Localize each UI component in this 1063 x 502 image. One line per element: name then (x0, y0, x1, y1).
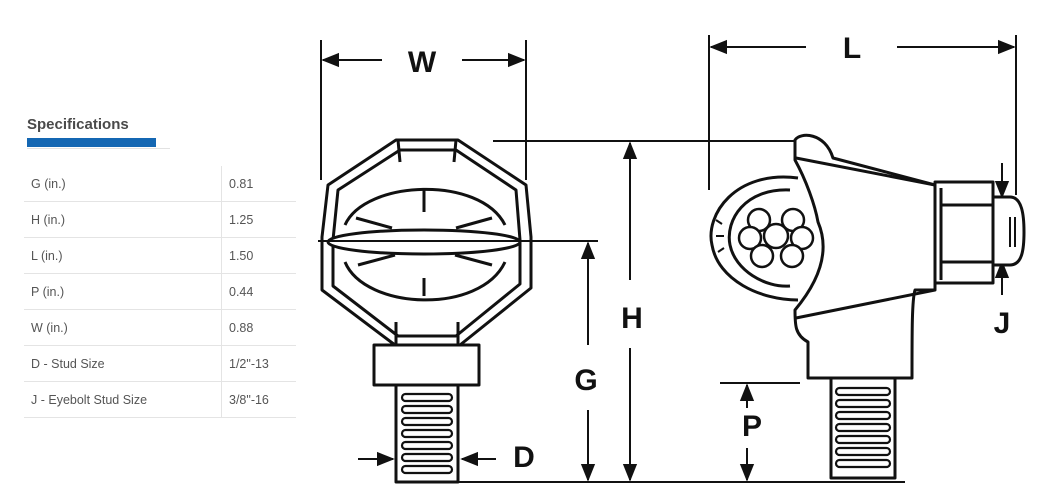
dimension-label-h: H (621, 302, 643, 335)
dimension-label-g: G (574, 364, 597, 397)
dimension-label-j: J (994, 307, 1011, 340)
heading-divider (27, 148, 170, 149)
table-row: W (in.) 0.88 (24, 309, 296, 346)
table-row: P (in.) 0.44 (24, 273, 296, 310)
table-row: L (in.) 1.50 (24, 237, 296, 274)
specifications-panel: Specifications G (in.) 0.81 H (in.) 1.25… (24, 112, 296, 418)
dimension-label-l: L (843, 32, 861, 65)
dimension-label-d: D (513, 441, 535, 474)
spec-label: G (in.) (24, 166, 222, 202)
specifications-heading: Specifications (27, 116, 129, 133)
spec-value: 1/2"-13 (221, 345, 296, 382)
spec-label: L (in.) (24, 237, 222, 274)
dimension-label-p: P (742, 410, 762, 443)
table-row: G (in.) 0.81 (24, 166, 296, 202)
spec-label: P (in.) (24, 273, 222, 310)
spec-value: 3/8"-16 (221, 381, 296, 418)
side-view (709, 133, 1026, 480)
table-row: H (in.) 1.25 (24, 201, 296, 238)
heading-accent-bar (27, 138, 156, 147)
table-row: D - Stud Size 1/2"-13 (24, 345, 296, 382)
spec-value: 1.25 (221, 201, 296, 238)
dimension-arrows (321, 35, 1017, 482)
connector-dimension-drawing: W L H G P D J (318, 32, 1026, 484)
table-row: J - Eyebolt Stud Size 3/8"-16 (24, 381, 296, 418)
specifications-table: G (in.) 0.81 H (in.) 1.25 L (in.) 1.50 P… (24, 166, 296, 418)
spec-value: 0.88 (221, 309, 296, 346)
spec-label: J - Eyebolt Stud Size (24, 381, 222, 418)
heading-underline (27, 138, 170, 149)
dimension-label-w: W (408, 46, 437, 79)
spec-label: H (in.) (24, 201, 222, 238)
spec-value: 0.81 (221, 166, 296, 202)
front-view (318, 40, 905, 484)
spec-value: 0.44 (221, 273, 296, 310)
spec-label: W (in.) (24, 309, 222, 346)
spec-label: D - Stud Size (24, 345, 222, 382)
spec-value: 1.50 (221, 237, 296, 274)
